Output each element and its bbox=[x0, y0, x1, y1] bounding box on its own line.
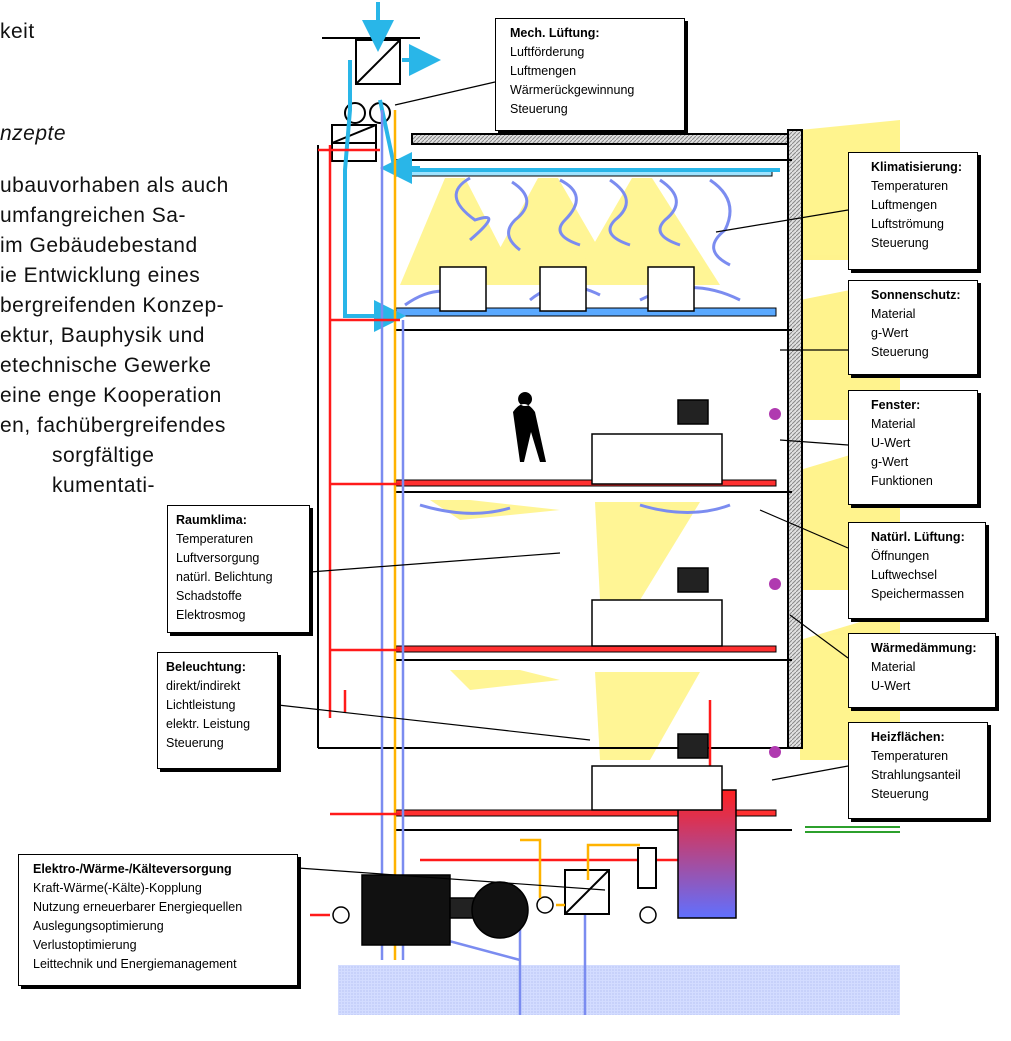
label-line: Luftmengen bbox=[871, 198, 938, 212]
label-line: Schadstoffe bbox=[176, 589, 242, 603]
label-natuerl-lueftung: Natürl. Lüftung: Öffnungen Luftwechsel S… bbox=[848, 522, 986, 619]
basement-pipes bbox=[310, 838, 640, 917]
label-title: Klimatisierung: bbox=[871, 160, 962, 174]
label-line: Steuerung bbox=[166, 736, 224, 750]
label-sonnenschutz: Sonnenschutz: Material g-Wert Steuerung bbox=[848, 280, 978, 375]
label-line: Speichermassen bbox=[871, 587, 965, 601]
label-title: Sonnenschutz: bbox=[871, 288, 961, 302]
label-title: Mech. Lüftung: bbox=[510, 26, 600, 40]
label-line: Luftförderung bbox=[510, 45, 585, 59]
label-line: elektr. Leistung bbox=[166, 717, 251, 731]
label-line: Temperaturen bbox=[176, 532, 254, 546]
label-line: Luftströmung bbox=[871, 217, 944, 231]
body-line-8: eine enge Kooperation bbox=[0, 384, 222, 407]
label-title: Beleuchtung: bbox=[166, 660, 246, 674]
ground-pipe bbox=[805, 826, 900, 833]
label-mech-lueftung: Mech. Lüftung: Luftförderung Luftmengen … bbox=[495, 18, 685, 131]
body-line-5: bergreifenden Konzep- bbox=[0, 294, 225, 317]
label-line: U-Wert bbox=[871, 436, 911, 450]
label-title: Natürl. Lüftung: bbox=[871, 530, 965, 544]
storage-tank bbox=[677, 789, 737, 919]
label-line: Öffnungen bbox=[871, 549, 930, 563]
label-line: Material bbox=[871, 417, 916, 431]
label-beleuchtung: Beleuchtung: direkt/indirekt Lichtleistu… bbox=[157, 652, 278, 769]
ground-strip bbox=[338, 965, 900, 1015]
label-line: Elektrosmog bbox=[176, 608, 246, 622]
label-line: Temperaturen bbox=[871, 179, 949, 193]
label-line: Temperaturen bbox=[871, 749, 949, 763]
label-raumklima: Raumklima: Temperaturen Luftversorgung n… bbox=[167, 505, 310, 633]
label-line: Nutzung erneuerbarer Energiequellen bbox=[33, 900, 243, 914]
body-line-3: im Gebäudebestand bbox=[0, 234, 198, 257]
label-fenster: Fenster: Material U-Wert g-Wert Funktion… bbox=[848, 390, 978, 505]
furniture bbox=[439, 266, 723, 811]
label-title: Fenster: bbox=[871, 398, 921, 412]
label-line: g-Wert bbox=[871, 326, 909, 340]
body-line-1: ubauvorhaben als auch bbox=[0, 174, 229, 197]
label-line: Strahlungsanteil bbox=[871, 768, 961, 782]
label-line: U-Wert bbox=[871, 679, 911, 693]
label-line: Kraft-Wärme(-Kälte)-Kopplung bbox=[33, 881, 202, 895]
label-line: Lichtleistung bbox=[166, 698, 236, 712]
text-fragment-heading: nzepte bbox=[0, 122, 67, 145]
body-line-7: etechnische Gewerke bbox=[0, 354, 212, 377]
label-line: Auslegungsoptimierung bbox=[33, 919, 164, 933]
label-line: Steuerung bbox=[871, 787, 929, 801]
label-elektro-waerme-kaelteversorgung: Elektro-/Wärme-/Kälteversorgung Kraft-Wä… bbox=[18, 854, 298, 986]
label-line: Material bbox=[871, 660, 916, 674]
label-line: Steuerung bbox=[510, 102, 568, 116]
label-line: Wärmerückgewinnung bbox=[510, 83, 635, 97]
label-klimatisierung: Klimatisierung: Temperaturen Luftmengen … bbox=[848, 152, 978, 270]
text-fragment-top: keit bbox=[0, 20, 35, 43]
label-line: Luftversorgung bbox=[176, 551, 260, 565]
label-title: Wärmedämmung: bbox=[871, 641, 977, 655]
label-title: Raumklima: bbox=[176, 513, 247, 527]
label-line: Steuerung bbox=[871, 236, 929, 250]
body-line-4: ie Entwicklung eines bbox=[0, 264, 201, 287]
light-cones bbox=[400, 178, 720, 760]
label-line: Funktionen bbox=[871, 474, 933, 488]
label-title: Heizflächen: bbox=[871, 730, 945, 744]
leader-lines bbox=[277, 81, 849, 891]
ventilation-unit bbox=[322, 37, 420, 162]
label-line: Material bbox=[871, 307, 916, 321]
body-line-2: umfangreichen Sa- bbox=[0, 204, 186, 227]
heat-exchanger bbox=[564, 847, 657, 915]
building-structure bbox=[317, 129, 803, 831]
label-title: Elektro-/Wärme-/Kälteversorgung bbox=[33, 862, 232, 876]
body-line-10: sorgfältige bbox=[52, 444, 155, 467]
person-icon bbox=[513, 392, 546, 462]
label-line: direkt/indirekt bbox=[166, 679, 241, 693]
label-line: Leittechnik und Energiemanagement bbox=[33, 957, 237, 971]
label-waermedaemmung: Wärmedämmung: Material U-Wert bbox=[848, 633, 996, 708]
label-line: Steuerung bbox=[871, 345, 929, 359]
label-line: Luftwechsel bbox=[871, 568, 938, 582]
label-line: Luftmengen bbox=[510, 64, 577, 78]
label-line: g-Wert bbox=[871, 455, 909, 469]
label-line: natürl. Belichtung bbox=[176, 570, 273, 584]
body-line-9: en, fachübergreifendes bbox=[0, 414, 226, 437]
risers bbox=[318, 110, 587, 1015]
label-line: Verlustoptimierung bbox=[33, 938, 137, 952]
plant-icons bbox=[769, 408, 781, 758]
label-heizflaechen: Heizflächen: Temperaturen Strahlungsante… bbox=[848, 722, 988, 819]
body-line-6: ektur, Bauphysik und bbox=[0, 324, 205, 347]
body-line-11: kumentati- bbox=[52, 474, 156, 497]
